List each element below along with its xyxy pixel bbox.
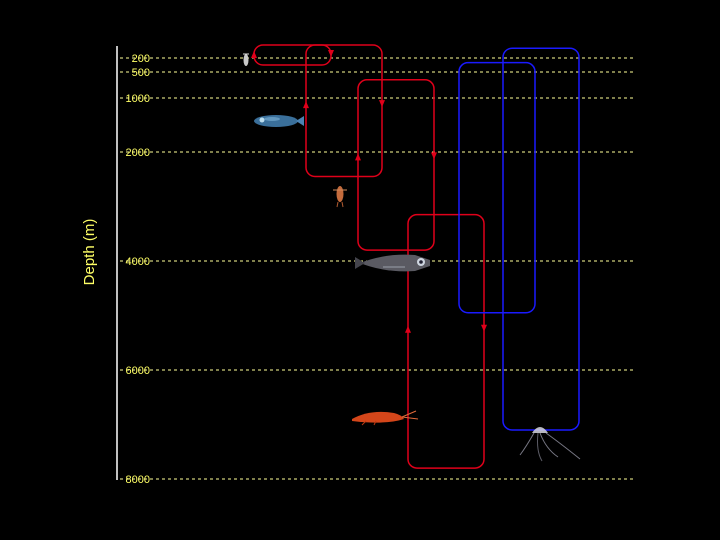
red-migration-loop-4 <box>407 213 485 469</box>
up-arrow-icon <box>355 153 361 161</box>
depth-axis-title: Depth (m) <box>81 219 98 286</box>
red-migration-loop-2 <box>305 44 383 178</box>
red-migration-loop-3 <box>357 79 435 251</box>
up-arrow-icon <box>405 325 411 333</box>
lanternfish-icon <box>254 115 304 127</box>
tick-label-6000: 6000 <box>126 365 150 377</box>
down-arrow-icon <box>379 100 385 108</box>
tick-label-8000: 8000 <box>126 474 150 486</box>
red-shrimp-icon <box>352 410 419 426</box>
amphipod-icon <box>333 186 347 208</box>
tick-label-1000: 1000 <box>126 93 150 105</box>
depth-gridlines <box>120 57 634 480</box>
organisms <box>243 53 581 462</box>
jellyfish-icon <box>519 427 581 462</box>
copepod-icon <box>243 53 249 66</box>
depth-tick-labels: 200 500 1000 2000 4000 6000 8000 <box>126 53 150 486</box>
up-arrow-icon <box>251 51 257 58</box>
up-arrow-icon <box>303 101 309 109</box>
tick-label-4000: 4000 <box>126 256 150 268</box>
down-arrow-icon <box>481 324 487 332</box>
down-arrow-icon <box>328 50 334 57</box>
tick-label-500: 500 <box>132 67 150 79</box>
down-arrow-icon <box>431 152 437 160</box>
tick-label-200: 200 <box>132 53 150 65</box>
hatchetfish-icon <box>355 254 430 272</box>
tick-label-2000: 2000 <box>126 147 150 159</box>
blue-migration-loop-5 <box>458 61 536 314</box>
